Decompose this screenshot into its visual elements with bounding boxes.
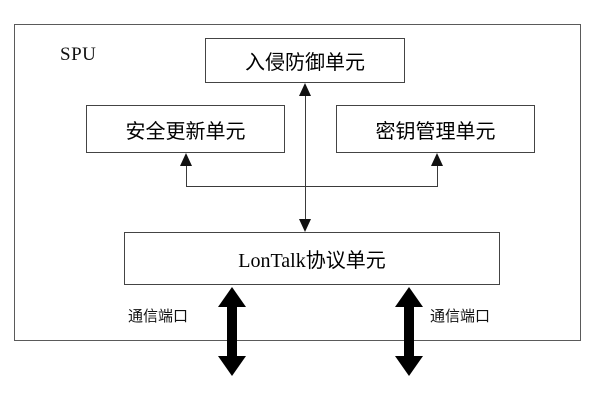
connector-right-riser — [437, 166, 438, 187]
port-arrow-shaft-right — [404, 305, 414, 358]
port-arrowhead-up-left — [218, 287, 246, 307]
spu-container — [14, 24, 581, 341]
box-key-management-unit[interactable]: 密钥管理单元 — [336, 105, 535, 153]
connector-center-down — [305, 186, 306, 219]
port-arrowhead-up-right — [395, 287, 423, 307]
communication-port-label-left: 通信端口 — [128, 309, 189, 325]
spu-label: SPU — [60, 44, 97, 65]
arrowhead-up-to-key-management-unit — [431, 153, 443, 166]
port-arrowhead-down-left — [218, 356, 246, 376]
arrowhead-up-to-intrusion-prevention-unit — [299, 83, 311, 96]
communication-port-label-right: 通信端口 — [430, 309, 491, 325]
communication-port-arrow-right — [395, 287, 423, 376]
box-intrusion-prevention-unit[interactable]: 入侵防御单元 — [205, 38, 405, 83]
connector-left-riser — [186, 166, 187, 187]
box-label-key-management-unit: 密钥管理单元 — [375, 120, 496, 143]
arrowhead-down-to-lontalk-protocol-unit — [299, 219, 311, 232]
port-arrowhead-down-right — [395, 356, 423, 376]
box-label-security-update-unit: 安全更新单元 — [125, 120, 246, 143]
arrowhead-up-to-security-update-unit — [180, 153, 192, 166]
box-security-update-unit[interactable]: 安全更新单元 — [86, 105, 285, 153]
box-label-lontalk-protocol-unit: LonTalk协议单元 — [238, 250, 386, 272]
port-arrow-shaft-left — [227, 305, 237, 358]
communication-port-arrow-left — [218, 287, 246, 376]
connector-bus-horizontal — [186, 186, 438, 187]
box-lontalk-protocol-unit[interactable]: LonTalk协议单元 — [124, 232, 500, 285]
box-label-intrusion-prevention-unit: 入侵防御单元 — [245, 52, 365, 74]
connector-center-up — [305, 96, 306, 216]
